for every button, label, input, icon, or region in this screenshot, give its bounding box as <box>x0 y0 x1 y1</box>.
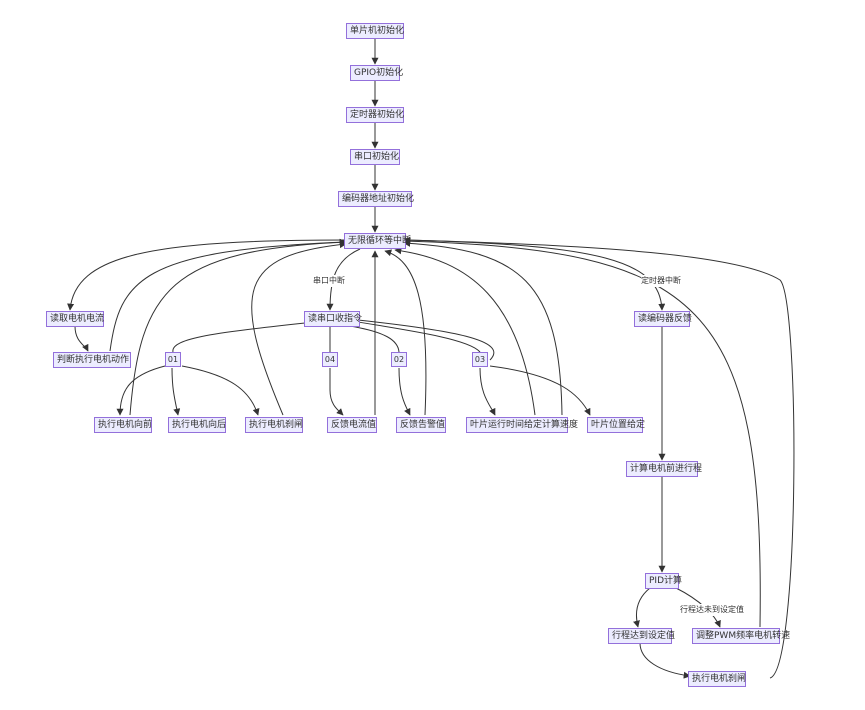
edge-01-brake <box>181 365 260 416</box>
edge-pid-reached <box>633 587 651 628</box>
edge-cmd-01 <box>172 322 306 353</box>
edge-alarm-loop <box>384 249 427 416</box>
node-blade-position: 叶片位置给定 <box>587 417 645 433</box>
label-timer-interrupt: 定时器中断 <box>641 275 681 287</box>
node-judge-action: 判断执行电机动作 <box>53 352 131 368</box>
edge-brake-loop-b <box>403 236 795 679</box>
node-read-uart-cmd: 读串口收指令 <box>304 311 362 327</box>
edge-speed-loop <box>394 247 536 416</box>
node-motor-backward: 执行电机向后 <box>168 417 226 433</box>
node-read-current: 读取电机电流 <box>46 311 104 327</box>
code-04: 04 <box>322 352 338 367</box>
node-motor-brake-b: 执行电机刹闸 <box>688 671 746 687</box>
code-03: 03 <box>472 352 488 367</box>
edge-01-backward <box>171 367 181 416</box>
node-motor-brake-a: 执行电机刹闸 <box>245 417 303 433</box>
node-encoder-addr-init: 编码器地址初始化 <box>338 191 414 207</box>
node-read-encoder: 读编码器反馈 <box>634 311 692 327</box>
node-travel-reached: 行程达到设定值 <box>608 628 675 644</box>
edge-brake-loop <box>251 241 347 416</box>
node-uart-init: 串口初始化 <box>350 149 400 165</box>
edge-cmd-03 <box>357 321 481 353</box>
edge-loop-readcurrent <box>67 239 347 311</box>
edge-forward-loop <box>129 238 347 416</box>
edge-03-position <box>489 365 591 416</box>
edge-cmd-03b <box>357 319 495 361</box>
node-gpio-init: GPIO初始化 <box>350 65 403 81</box>
node-calc-travel: 计算电机前进行程 <box>626 461 702 477</box>
node-timer-init: 定时器初始化 <box>346 107 404 123</box>
edge-readcurrent-judge <box>74 325 89 352</box>
label-travel-not-reached: 行程达未到设定值 <box>680 604 744 616</box>
edge-loop-uartcmd <box>326 248 361 311</box>
node-pid-calc: PID计算 <box>645 573 682 589</box>
node-report-current: 反馈电流值 <box>327 417 377 433</box>
edge-02-alarm <box>398 367 411 416</box>
edge-pwm-loop <box>403 237 761 628</box>
label-uart-interrupt: 串口中断 <box>313 275 345 287</box>
edge-03-speed <box>479 367 496 416</box>
edge-reached-brake <box>639 642 691 679</box>
node-infinite-loop: 无限循环等中断 <box>344 233 411 249</box>
edge-position-loop <box>403 239 563 416</box>
edge-01-forward <box>116 365 166 416</box>
edge-judge-loop <box>109 238 347 352</box>
node-blade-speed: 叶片运行时间给定计算速度 <box>466 417 578 433</box>
code-01: 01 <box>165 352 181 367</box>
node-report-alarm: 反馈告警值 <box>396 417 446 433</box>
edge-04-current <box>329 368 344 416</box>
node-adjust-pwm: 调整PWM频率电机转速 <box>692 628 790 644</box>
node-mcu-init: 单片机初始化 <box>346 23 404 39</box>
node-motor-forward: 执行电机向前 <box>94 417 152 433</box>
edge-cmd-02 <box>349 325 400 353</box>
code-02: 02 <box>391 352 407 367</box>
